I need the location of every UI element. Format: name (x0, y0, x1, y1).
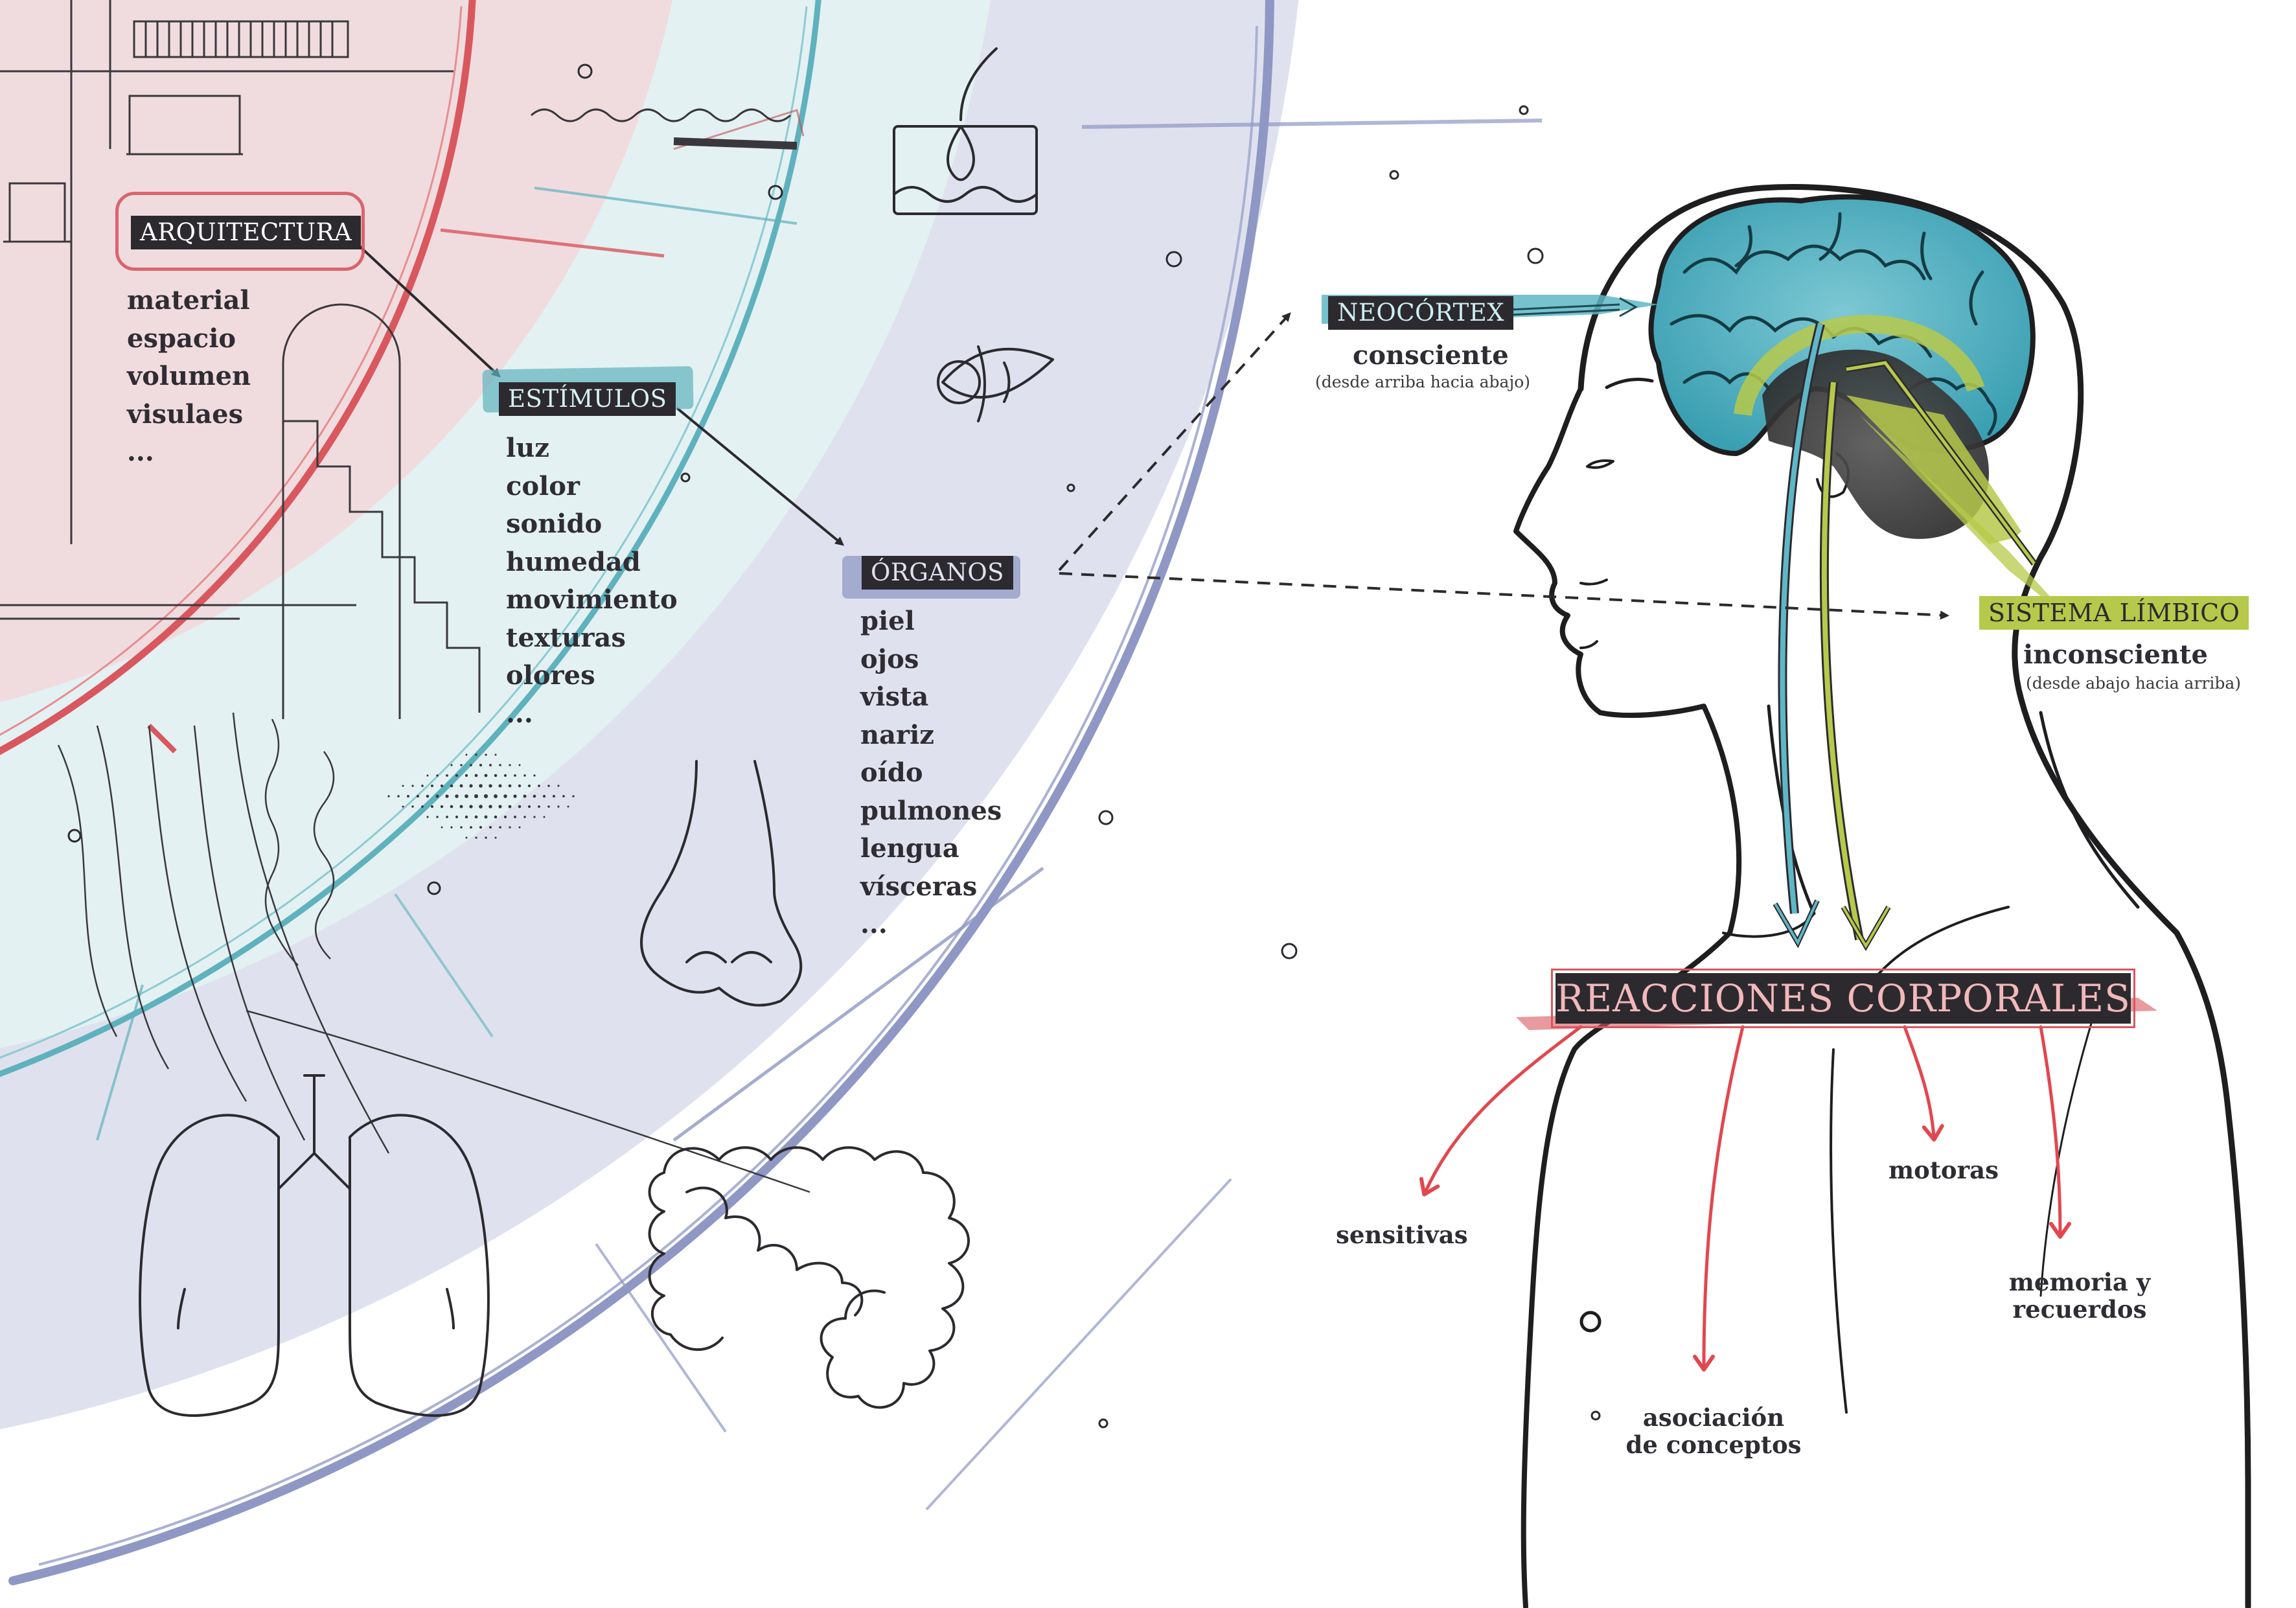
list-item: luz (506, 433, 549, 463)
pulmones-icon (139, 1074, 490, 1417)
list-item: espacio (127, 323, 236, 354)
intestinos-icon (648, 1146, 970, 1409)
sistema-limbico-direction: (desde abajo hacia arriba) (2026, 674, 2242, 693)
list-item: texturas (506, 622, 626, 653)
organos-ring (8, 0, 1274, 1585)
ojo-icon (937, 345, 1054, 422)
list-item: movimiento (506, 584, 678, 615)
list-item: ... (860, 909, 888, 939)
estimulos-ring (0, 0, 821, 1077)
list-item: ... (506, 698, 533, 729)
reaccion-sensitivas: sensitivas (1336, 1221, 1468, 1249)
list-item: visulaes (127, 398, 244, 430)
nariz-icon (640, 760, 803, 1007)
reacciones-corporales-box: REACCIONES CORPORALES (1551, 969, 2135, 1028)
list-item: ... (127, 437, 154, 467)
reaccion-motoras: motoras (1888, 1156, 1999, 1184)
ondas-icon (530, 108, 798, 150)
limbic-band (1846, 395, 2021, 544)
list-item: nariz (860, 719, 934, 750)
arquitectura-ring (0, 0, 476, 755)
reaccion-memoria-line1: memoria y (2008, 1268, 2151, 1296)
brain (1648, 194, 2036, 539)
list-item: vísceras (860, 871, 978, 902)
reaccion-memoria: memoria y recuerdos (1995, 1269, 2164, 1323)
list-item: sonido (506, 509, 603, 539)
estimulos-list: luz color sonido humedad movimiento text… (506, 430, 678, 733)
reaccion-memoria-line2: recuerdos (2012, 1295, 2147, 1324)
sistema-limbico-state: inconsciente (2023, 639, 2208, 670)
reaccion-asociacion-line1: asociación (1642, 1403, 1785, 1432)
reaccion-asociacion-line2: de conceptos (1625, 1430, 1802, 1459)
arquitectura-label: ARQUITECTURA (131, 216, 362, 249)
neocortex-label: NEOCÓRTEX (1328, 296, 1514, 330)
list-item: oído (860, 757, 923, 788)
list-item: humedad (506, 546, 641, 577)
list-item: volumen (127, 361, 251, 391)
textura-puntos-icon (387, 753, 575, 839)
neocortex-state: consciente (1353, 340, 1509, 371)
neocortex-direction: (desde arriba hacia abajo) (1315, 373, 1531, 391)
arquitectura-highlight (115, 192, 365, 271)
list-item: ojos (860, 643, 919, 674)
sistema-limbico-label: SISTEMA LÍMBICO (1979, 596, 2249, 630)
reaccion-asociacion: asociación de conceptos (1623, 1404, 1804, 1458)
reacciones-corporales-label: REACCIONES CORPORALES (1556, 976, 2131, 1020)
arquitectura-list: material espacio volumen visulaes ... (127, 282, 251, 472)
arquitectura-zone (0, 0, 672, 702)
list-item: piel (860, 606, 915, 636)
piel-icon (893, 47, 1038, 215)
organos-label: ÓRGANOS (862, 556, 1014, 590)
limbic-area (1762, 349, 1989, 539)
edificio-icon (133, 20, 349, 58)
list-item: pulmones (860, 795, 1002, 826)
nipple-mark (1579, 1311, 1601, 1333)
list-item: vista (860, 682, 929, 712)
estimulos-label: ESTÍMULOS (499, 382, 676, 416)
list-item: material (127, 285, 250, 316)
list-item: color (506, 470, 580, 501)
puerta-arco-icon (282, 303, 401, 719)
list-item: lengua (860, 833, 959, 864)
organos-list: piel ojos vista nariz oído pulmones leng… (860, 603, 1002, 944)
list-item: olores (506, 660, 595, 691)
